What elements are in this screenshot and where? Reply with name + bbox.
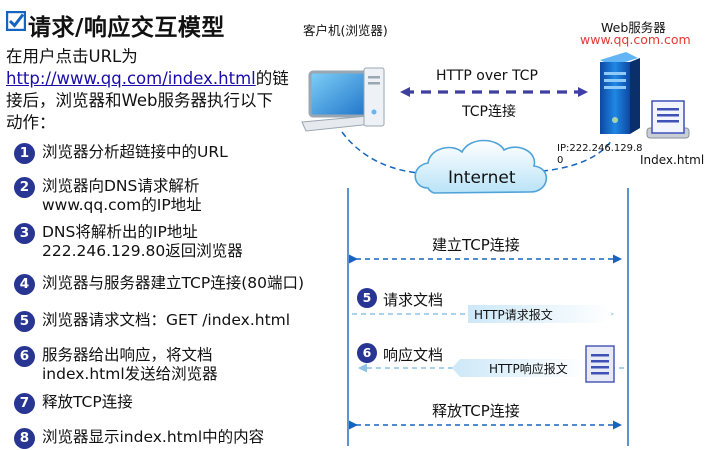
url-link[interactable]: http://www.qq.com/index.html: [6, 69, 256, 88]
http-request-message: HTTP请求报文: [474, 308, 553, 322]
step-number: 3: [14, 223, 35, 244]
response-document-icon: [585, 345, 615, 383]
server-label: Web服务器: [601, 20, 666, 35]
http-response-message: HTTP响应报文: [489, 362, 568, 376]
step-text: 浏览器显示index.html中的内容: [42, 428, 265, 446]
internet-label: Internet: [448, 168, 516, 188]
request-doc-label: 请求文档: [383, 291, 444, 309]
intro-line4: 动作：: [6, 113, 56, 132]
release-tcp-label: 释放TCP连接: [432, 402, 520, 420]
http-over-tcp-label: HTTP over TCP: [436, 68, 538, 84]
step-number: 7: [14, 393, 35, 414]
step-number: 5: [14, 311, 35, 332]
step-text: 浏览器与服务器建立TCP连接(80端口): [42, 274, 305, 292]
establish-tcp-label: 建立TCP连接: [432, 236, 520, 254]
intro-text: 在用户点击URL为 http://www.qq.com/index.html的链…: [6, 46, 304, 134]
step-number: 1: [14, 143, 35, 164]
intro-line3: 接后，浏览器和Web服务器执行以下: [6, 91, 273, 110]
tcp-connection-label: TCP连接: [462, 104, 516, 120]
server-domain: www.qq.com.com: [580, 32, 691, 47]
request-message-tag: [468, 305, 612, 323]
internet-cloud-icon: [414, 139, 548, 194]
checkbox-icon: [6, 11, 26, 31]
intro-line2-suffix: 的链: [255, 69, 289, 88]
step-text: 浏览器请求文档：GET /index.html: [42, 311, 291, 329]
document-icon: [646, 100, 690, 139]
step-number: 8: [14, 428, 35, 449]
step-text: 释放TCP连接: [42, 393, 133, 411]
step-text: 浏览器分析超链接中的URL: [42, 143, 228, 161]
client-label: 客户机(浏览器): [303, 23, 388, 38]
intro-line1: 在用户点击URL为: [6, 47, 138, 66]
page-title: 请求/响应交互模型: [28, 15, 225, 41]
response-doc-label: 响应文档: [383, 346, 444, 364]
step-number: 2: [14, 177, 35, 198]
response-step-badge: 6: [357, 343, 377, 363]
server-icon: [600, 52, 640, 134]
response-message-tag: [452, 359, 586, 377]
step-number: 6: [14, 346, 35, 367]
step-number: 4: [14, 274, 35, 295]
request-step-badge: 5: [357, 288, 377, 308]
client-computer-icon: [301, 67, 385, 132]
index-file-label: Index.html: [640, 153, 705, 167]
